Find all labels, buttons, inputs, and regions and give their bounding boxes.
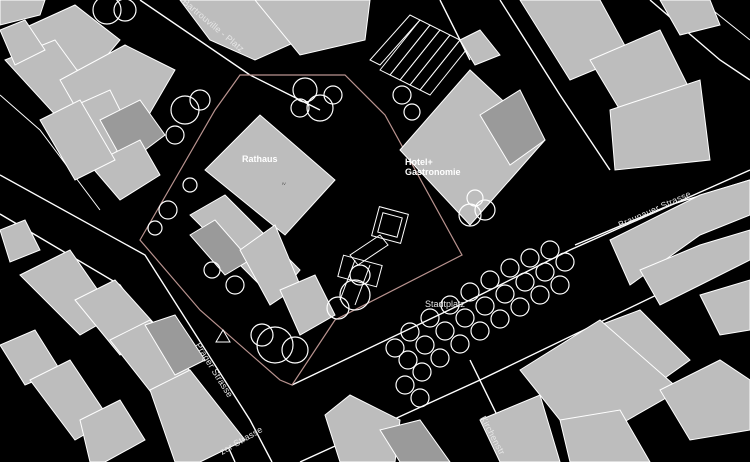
- bridge-structure: [337, 206, 409, 306]
- buildings-right-middle: [609, 179, 750, 306]
- label-floor-iv: IV: [282, 181, 286, 186]
- buildings-top-left: [0, 0, 371, 201]
- trees: [92, 0, 575, 408]
- label-stadtplatz: Stadtplatz: [425, 299, 466, 309]
- stadtplatz-tree-grid: [385, 240, 575, 408]
- triangle-marker-icon: [215, 329, 231, 343]
- buildings-top-right: [519, 0, 721, 171]
- buildings-bottom-center: [324, 394, 451, 462]
- label-rathaus: Rathaus: [242, 154, 278, 164]
- hotel-building: [399, 29, 546, 226]
- rathaus-plot-boundary: [139, 74, 463, 386]
- parking-bays: [369, 14, 471, 96]
- label-hotel-line1: Hotel+: [405, 157, 433, 167]
- buildings-bottom-left: [0, 219, 246, 462]
- buildings-bottom-right: [479, 279, 750, 462]
- label-hotel-line2: Gastronomie: [405, 167, 461, 177]
- rathaus-building: [189, 114, 336, 336]
